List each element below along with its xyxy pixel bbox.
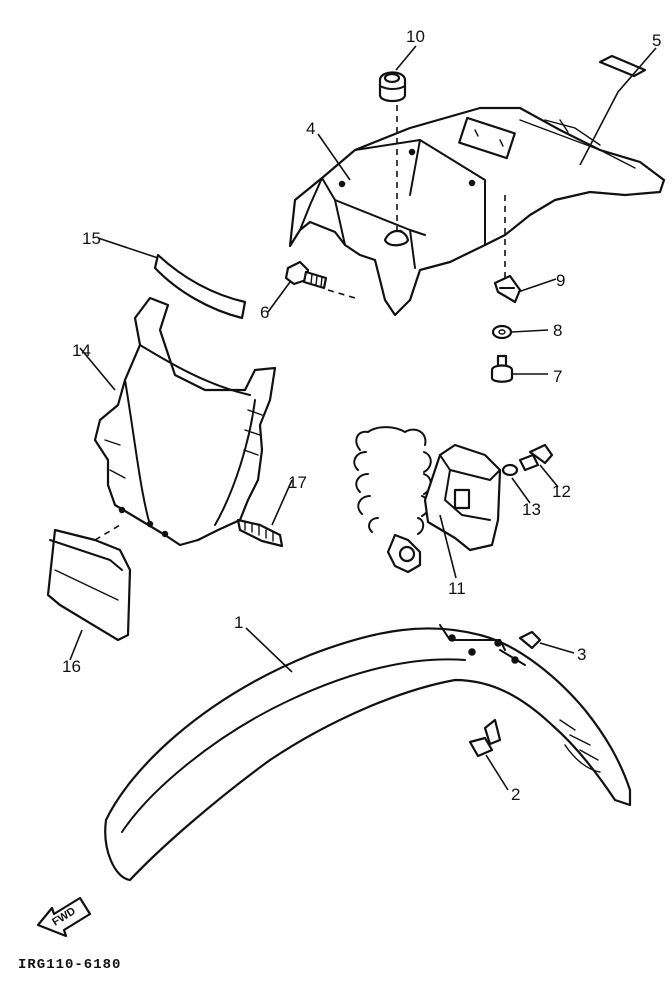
callout-5: 5: [652, 31, 661, 50]
grommet: [378, 71, 407, 103]
callout-3: 3: [577, 645, 586, 664]
callout-labels: 1 2 3 4 5 6 7 8 9 10 11 12 13 14 15 16 1…: [62, 27, 661, 804]
callout-12: 12: [552, 482, 571, 501]
inner-fender-bracket: [93, 296, 277, 547]
callout-7: 7: [553, 367, 562, 386]
callout-16: 16: [62, 657, 81, 676]
clip-nut: [493, 274, 522, 304]
callout-8: 8: [553, 321, 562, 340]
forward-direction-arrow: FWD: [36, 896, 92, 938]
callout-1: 1: [234, 613, 243, 632]
bolt: [284, 260, 328, 290]
leader-lines: [69, 45, 657, 791]
callout-6: 6: [260, 303, 269, 322]
fender-bolt: [468, 718, 502, 758]
callout-14: 14: [72, 341, 91, 360]
callout-11: 11: [448, 579, 466, 598]
rear-plate-emblem: [598, 54, 647, 78]
callout-9: 9: [556, 271, 565, 290]
clip-bracket: [236, 518, 284, 548]
rear-fender-cover: [288, 106, 666, 317]
callout-10: 10: [406, 27, 425, 46]
fender-clip-nut: [518, 630, 542, 650]
bracket-washer: [501, 463, 519, 477]
callout-13: 13: [522, 500, 541, 519]
callout-15: 15: [82, 229, 101, 248]
fender-bracket: [423, 443, 502, 552]
callout-4: 4: [306, 119, 315, 138]
trim-strip: [153, 253, 247, 320]
callout-2: 2: [511, 785, 520, 804]
washer: [491, 324, 513, 340]
screw: [490, 354, 514, 383]
mud-flap: [46, 528, 132, 642]
rear-shock-absorber: [353, 426, 432, 574]
bracket-bolt: [518, 443, 554, 472]
callout-17: 17: [288, 473, 307, 492]
rear-fender: [104, 624, 632, 882]
drawing-code: IRG110-6180: [18, 957, 121, 973]
